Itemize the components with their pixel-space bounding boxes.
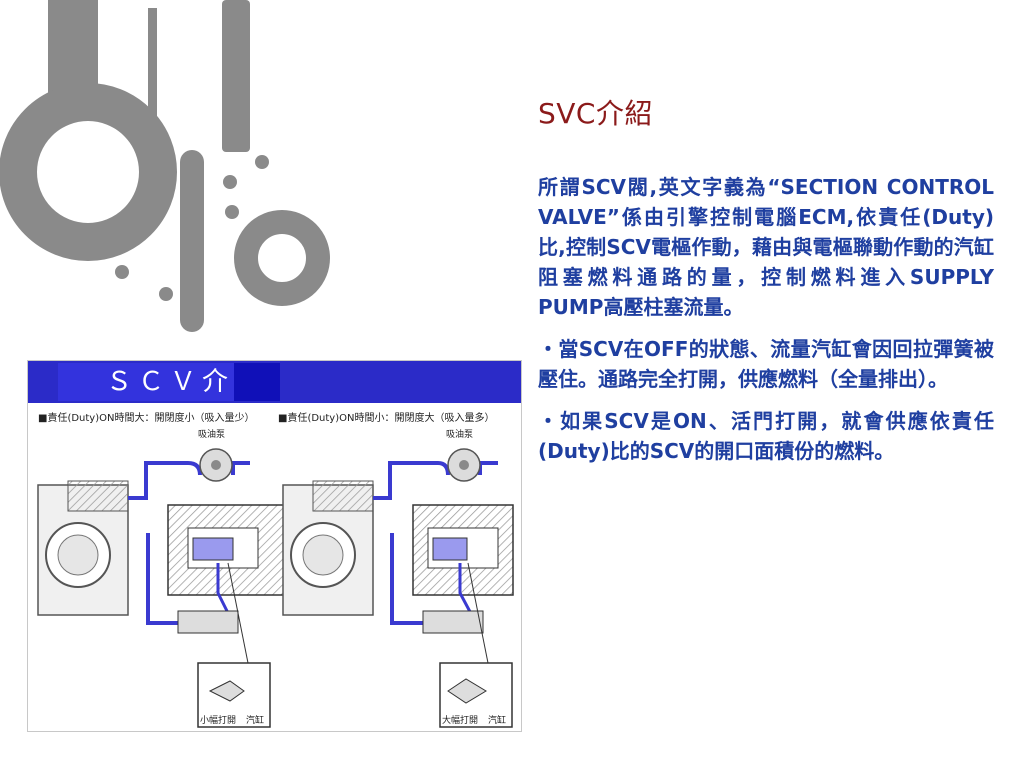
right-scv-connector xyxy=(422,610,484,634)
left-barrel xyxy=(67,480,129,512)
right-inset-label-cylinder: 汽缸 xyxy=(488,714,506,726)
deco-dot-3 xyxy=(225,205,239,219)
left-fuel-line-1 xyxy=(128,461,202,500)
right-pump-label: 吸油泵 xyxy=(446,428,473,440)
right-inset-valve xyxy=(447,678,487,704)
slide-body: 所謂SCV閥,英文字義為“SECTION CONTROL VALVE”係由引擎控… xyxy=(538,172,994,478)
deco-dot-1 xyxy=(223,175,237,189)
left-scv-valve xyxy=(192,537,234,561)
deco-bar-right xyxy=(222,0,250,152)
paragraph-on-state: ・如果SCV是ON、活門打開，就會供應依責任(Duty)比的SCV的開口面積份的… xyxy=(538,409,994,463)
right-fuel-line-1 xyxy=(373,461,450,500)
right-pump-diagram: 吸油泵 大幅打開 汽缸 xyxy=(282,428,514,728)
left-pump-label: 吸油泵 xyxy=(198,428,225,440)
deco-ring-large xyxy=(0,83,177,261)
left-callout xyxy=(227,562,249,664)
right-barrel xyxy=(312,480,374,512)
left-scv-connector xyxy=(177,610,239,634)
deco-bar-vertical xyxy=(180,150,204,332)
slide-title: SVC介紹 xyxy=(538,97,653,130)
figure-title: ＳＣＶ介紹 xyxy=(58,363,280,401)
deco-dot-4 xyxy=(115,265,129,279)
right-caption: ■責任(Duty)ON時間小：開閉度大（吸入量多） xyxy=(278,413,495,424)
left-inset-label-cylinder: 汽缸 xyxy=(246,714,264,726)
left-inset-valve xyxy=(208,680,245,702)
right-pump-cam-inner xyxy=(302,534,344,576)
right-fuel-line-2 xyxy=(478,461,498,475)
figure-header: ＳＣＶ介紹 xyxy=(28,361,521,403)
deco-dot-5 xyxy=(159,287,173,301)
paragraph-definition: 所謂SCV閥,英文字義為“SECTION CONTROL VALVE”係由引擎控… xyxy=(538,175,994,319)
left-feed-pump-center xyxy=(211,460,221,470)
left-inset-label-open: 小幅打開 xyxy=(200,714,236,726)
right-scv-valve xyxy=(432,537,468,561)
scv-diagram-figure: ＳＣＶ介紹 ■責任(Duty)ON時間大：開閉度小（吸入量少） ■責任(Duty… xyxy=(27,360,522,732)
left-fuel-line-2 xyxy=(231,461,250,475)
left-caption: ■責任(Duty)ON時間大：開閉度小（吸入量少） xyxy=(38,413,255,424)
right-callout xyxy=(467,562,489,664)
paragraph-off-state: ・當SCV在OFF的狀態、流量汽缸會因回拉彈簧被壓住。通路完全打開，供應燃料（全… xyxy=(538,337,994,391)
deco-ring-small xyxy=(234,210,330,306)
left-pump-cam-inner xyxy=(57,534,99,576)
deco-dot-2 xyxy=(255,155,269,169)
right-inset-label-open: 大幅打開 xyxy=(442,714,478,726)
right-feed-pump-center xyxy=(459,460,469,470)
decorative-graphic xyxy=(0,0,330,332)
left-fuel-line-3 xyxy=(146,533,188,625)
scv-diagram: 吸油泵 小幅打開 汽缸 吸油泵 xyxy=(37,428,514,728)
left-pump-diagram: 吸油泵 小幅打開 汽缸 xyxy=(37,428,289,728)
right-fuel-line-3 xyxy=(390,533,433,625)
deco-bar-thin xyxy=(148,8,157,120)
